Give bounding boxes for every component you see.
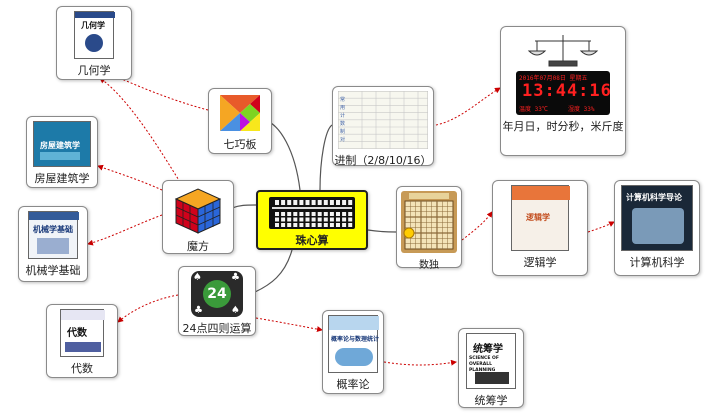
abacus-icon <box>269 197 355 229</box>
cover-subtitle-tongchou: SCIENCE OF OVERALL PLANNING <box>469 356 499 373</box>
node-gailv[interactable]: 概率论与数理统计 概率论 <box>322 310 384 394</box>
book-cover-gailv: 概率论与数理统计 <box>328 315 380 373</box>
node-qiqiaoban[interactable]: 七巧板 <box>208 88 272 154</box>
book-cover-tongchou: 统筹学 SCIENCE OF OVERALL PLANNING <box>466 333 516 389</box>
cover-title-jixie: 机械学基础 <box>33 225 73 234</box>
clock-temp: 温度 33℃ <box>519 106 548 113</box>
label-nianyue: 年月日，时分秒，米斤度 <box>502 120 624 133</box>
node-jisuanji[interactable]: 计算机科学导论 计算机科学 <box>614 180 700 276</box>
book-cover-fangwu: 房屋建筑学 <box>33 121 91 167</box>
label-shudu: 数独 <box>419 260 439 271</box>
book-cover-jihe: 几何学 <box>74 11 115 59</box>
node-tongchou[interactable]: 统筹学 SCIENCE OF OVERALL PLANNING 统筹学 <box>458 328 524 408</box>
club-icon-2: ♣ <box>194 305 203 316</box>
cover-title-fangwu: 房屋建筑学 <box>40 141 80 150</box>
svg-text:数: 数 <box>340 120 345 127</box>
book-cover-daishu: 代数 <box>60 309 105 357</box>
balance-scale-icon <box>527 35 599 67</box>
link-arrows <box>87 71 615 366</box>
tangram-icon <box>220 95 260 131</box>
label-gailv: 概率论 <box>336 378 370 391</box>
cover-title-daishu: 代数 <box>67 328 87 339</box>
rubiks-cube-icon <box>174 188 222 234</box>
spade-icon: ♠ <box>193 272 202 283</box>
node-jihe[interactable]: 几何学 几何学 <box>56 6 132 80</box>
label-jinzhi: 进制（2/8/10/16） <box>334 154 432 167</box>
center-node[interactable]: 珠心算 <box>256 190 368 250</box>
cover-title-tongchou: 统筹学 <box>473 344 503 355</box>
label-jihe: 几何学 <box>77 64 111 77</box>
cover-title-gailv: 概率论与数理统计 <box>331 336 380 343</box>
number-table-icon: 常用计 数制对 <box>338 91 428 149</box>
clock-humidity: 湿度 33% <box>568 106 595 113</box>
svg-text:制: 制 <box>340 128 345 135</box>
cover-title-luoji: 逻辑学 <box>526 213 550 222</box>
svg-text:计: 计 <box>340 112 345 119</box>
club-icon: ♣ <box>231 272 240 283</box>
label-luoji: 逻辑学 <box>523 256 557 269</box>
card-icon: ♠ ♣ ♣ ♠ 24 <box>191 271 243 317</box>
node-jixie[interactable]: 机械学基础 机械学基础 <box>18 206 88 282</box>
label-daishu: 代数 <box>71 362 93 375</box>
clock-date: 2016年07月08日 星期五 <box>519 75 588 82</box>
label-jixie: 机械学基础 <box>25 264 81 277</box>
svg-text:用: 用 <box>340 105 345 111</box>
book-cover-luoji: 逻辑学 <box>511 185 570 251</box>
node-mofang[interactable]: 魔方 <box>162 180 234 254</box>
led-clock-display: 2016年07月08日 星期五 13:44:16 温度 33℃ 湿度 33% <box>516 71 612 115</box>
node-ershisi[interactable]: ♠ ♣ ♣ ♠ 24 24点四则运算 <box>178 266 256 336</box>
cover-title-jisuanji: 计算机科学导论 <box>626 193 682 202</box>
label-tongchou: 统筹学 <box>474 394 508 407</box>
center-label: 珠心算 <box>295 234 329 247</box>
node-shudu[interactable]: 数独 <box>396 186 462 271</box>
cover-title-jihe: 几何学 <box>81 21 105 30</box>
label-fangwu: 房屋建筑学 <box>34 172 90 185</box>
node-daishu[interactable]: 代数 代数 <box>46 304 118 378</box>
label-qiqiaoban: 七巧板 <box>223 138 257 151</box>
label-ershisi: 24点四则运算 <box>182 322 252 335</box>
node-fangwu[interactable]: 房屋建筑学 房屋建筑学 <box>26 116 98 188</box>
card-number: 24 <box>203 280 231 308</box>
svg-text:常: 常 <box>340 96 345 103</box>
label-jisuanji: 计算机科学 <box>629 256 685 269</box>
book-cover-jisuanji: 计算机科学导论 <box>621 185 693 251</box>
sudoku-board-icon <box>401 191 457 253</box>
book-cover-jixie: 机械学基础 <box>28 211 79 259</box>
node-nianyue[interactable]: 2016年07月08日 星期五 13:44:16 温度 33℃ 湿度 33% 年… <box>500 26 626 156</box>
clock-time: 13:44:16 <box>522 81 612 101</box>
node-jinzhi[interactable]: 常用计 数制对 进制（2/8/10/16） <box>332 86 434 167</box>
spade-icon-2: ♠ <box>231 305 240 316</box>
label-mofang: 魔方 <box>187 240 209 253</box>
node-luoji[interactable]: 逻辑学 逻辑学 <box>492 180 588 276</box>
svg-text:对: 对 <box>340 136 345 143</box>
